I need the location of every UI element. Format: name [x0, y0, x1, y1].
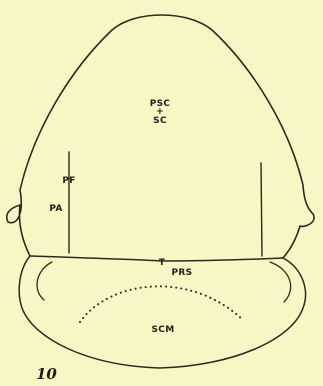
label-sc: SC	[153, 116, 167, 126]
label-t: T	[159, 258, 166, 268]
label-scm: SCM	[152, 325, 175, 335]
transverse-suture-line	[30, 256, 283, 261]
label-prs: PRS	[172, 268, 193, 278]
scutellum-inner-right	[270, 262, 291, 302]
scutellum-outline	[19, 256, 305, 368]
label-pf: PF	[62, 176, 75, 186]
parapsidal-furrow-right	[261, 163, 262, 256]
figure-number: 10	[36, 365, 57, 383]
scutellum-inner-left	[37, 262, 52, 300]
scutum-outline	[7, 15, 314, 258]
scutellar-dotted-arc	[80, 286, 243, 322]
label-pa: PA	[49, 204, 62, 214]
